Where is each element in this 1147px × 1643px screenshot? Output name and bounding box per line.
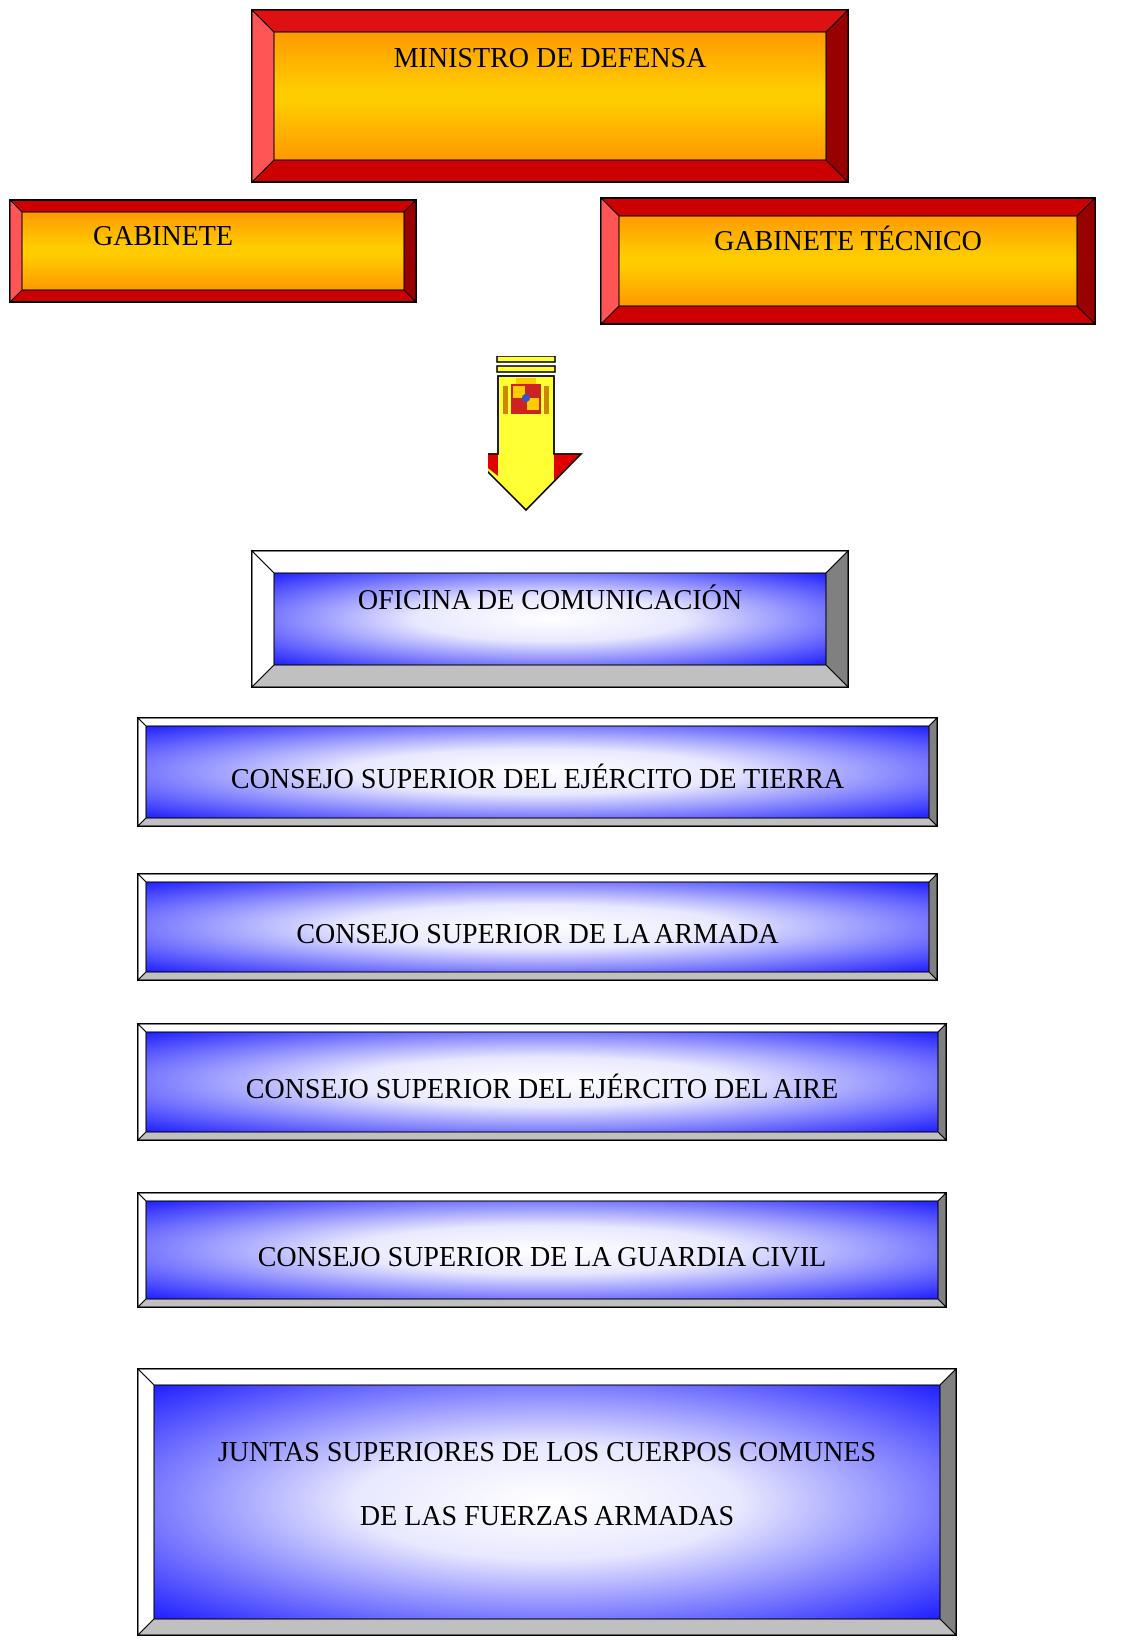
oficina-comunicacion-label: OFICINA DE COMUNICACIÓN (357, 585, 743, 616)
gabinete-tecnico-box: GABINETE TÉCNICO (600, 196, 1096, 326)
consejo-box: CONSEJO SUPERIOR DE LA GUARDIA CIVIL (136, 1191, 948, 1309)
consejo-label: CONSEJO SUPERIOR DE LA ARMADA (296, 919, 779, 950)
consejo-label: JUNTAS SUPERIORES DE LOS CUERPOS COMUNES… (138, 1421, 956, 1549)
gabinete-label: GABINETE (93, 221, 233, 252)
gabinete-tecnico-label: GABINETE TÉCNICO (714, 226, 982, 257)
consejo-box: CONSEJO SUPERIOR DE LA ARMADA (136, 872, 939, 982)
oficina-comunicacion-box: OFICINA DE COMUNICACIÓN (250, 549, 850, 689)
consejo-label: CONSEJO SUPERIOR DEL EJÉRCITO DEL AIRE (245, 1074, 839, 1105)
ministro-box: MINISTRO DE DEFENSA (250, 8, 850, 184)
spain-coat-of-arms-arrow-icon (488, 356, 583, 512)
gabinete-box: GABINETE (9, 198, 417, 304)
consejo-label: CONSEJO SUPERIOR DEL EJÉRCITO DE TIERRA (230, 764, 845, 795)
consejo-label-line2: DE LAS FUERZAS ARMADAS (359, 1501, 735, 1532)
consejo-box: JUNTAS SUPERIORES DE LOS CUERPOS COMUNES… (136, 1367, 958, 1637)
consejo-label: CONSEJO SUPERIOR DE LA GUARDIA CIVIL (257, 1242, 827, 1273)
consejo-label-line1: JUNTAS SUPERIORES DE LOS CUERPOS COMUNES (217, 1437, 877, 1468)
consejo-box: CONSEJO SUPERIOR DEL EJÉRCITO DE TIERRA (136, 716, 939, 828)
consejo-box: CONSEJO SUPERIOR DEL EJÉRCITO DEL AIRE (136, 1022, 948, 1142)
ministro-label: MINISTRO DE DEFENSA (393, 43, 707, 74)
